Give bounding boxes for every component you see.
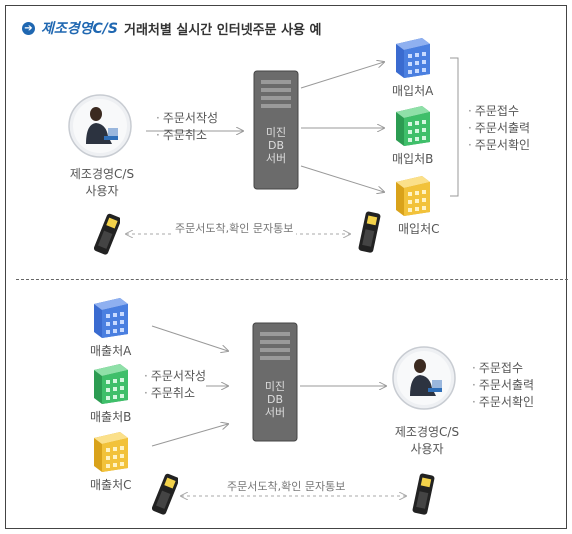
title-rest-text: 거래처별 실시간 인터넷주문 사용 예: [124, 22, 322, 38]
diagram-frame: ➔ 제조경영C/S 거래처별 실시간 인터넷주문 사용 예: [5, 5, 568, 529]
phone-left-bottom: [151, 472, 180, 520]
supplier-b-label: 매입처B: [392, 152, 434, 166]
sms-text-top: 주문서도착,확인 문자통보: [172, 220, 297, 236]
server-label-line: DB: [266, 393, 284, 406]
db-server-bottom: [252, 322, 298, 442]
arrow-seller-c-to-server: [151, 424, 228, 447]
user-label-bottom-line1: 제조경영C/S: [394, 425, 460, 439]
user-at-computer-icon: [68, 94, 132, 158]
list-item: ·주문서확인: [472, 395, 535, 409]
flip-phone-icon: [358, 211, 381, 253]
action-label: 주문서확인: [474, 138, 531, 152]
list-item: ·주문서확인: [468, 138, 531, 152]
supplier-c-label: 매입처C: [398, 222, 440, 236]
title-main-text: 제조경영C/S: [41, 21, 118, 37]
list-item: ·주문서작성: [144, 369, 207, 383]
diagram-title: ➔ 제조경영C/S 거래처별 실시간 인터넷주문 사용 예: [22, 18, 322, 38]
db-server-top: [253, 70, 299, 190]
user-avatar-bottom: [392, 346, 456, 410]
action-label: 주문취소: [150, 386, 195, 400]
user-label-top-line2: 사용자: [85, 184, 119, 198]
list-item: ·주문취소: [156, 128, 207, 142]
flip-phone-icon: [412, 473, 435, 515]
server-label-line: 미진: [265, 126, 287, 139]
server-label-line: DB: [267, 139, 285, 152]
list-item: ·주문취소: [144, 386, 195, 400]
server-label-line: 서버: [264, 406, 286, 419]
arrow-bullet-icon: ➔: [22, 21, 35, 35]
arrow-seller-a-to-server: [151, 325, 228, 351]
phone-right-bottom: [410, 472, 436, 520]
sms-text-bottom: 주문서도착,확인 문자통보: [224, 478, 349, 494]
building-yellow-icon: [94, 432, 128, 472]
supplier-a-label: 매입처A: [392, 84, 434, 98]
flip-phone-icon: [151, 473, 180, 515]
arrow-server-to-supplier-c: [300, 165, 384, 192]
list-item: ·주문서출력: [468, 121, 531, 135]
arrow-server-to-supplier-a: [300, 62, 384, 89]
user-actions-list: ·주문접수 ·주문서출력 ·주문서확인: [472, 360, 534, 411]
list-item: ·주문서출력: [472, 378, 535, 392]
server-label-bottom: 미진 DB 서버: [255, 380, 295, 419]
action-label: 주문접수: [474, 104, 519, 118]
supplier-b: [392, 102, 434, 150]
supplier-c: [392, 172, 434, 220]
action-label: 주문서작성: [150, 369, 207, 383]
user-label-top: 제조경영C/S 사용자: [62, 166, 142, 200]
list-item: ·주문서작성: [156, 111, 219, 125]
action-label: 주문접수: [478, 361, 523, 375]
building-yellow-icon: [396, 176, 430, 216]
user-label-bottom: 제조경영C/S 사용자: [384, 424, 470, 458]
server-tower-icon: [253, 70, 299, 190]
seller-c-label: 매출처C: [90, 478, 132, 492]
action-label: 주문서출력: [478, 378, 535, 392]
supplier-a: [392, 34, 434, 82]
server-tower-icon: [252, 322, 298, 442]
flip-phone-icon: [93, 213, 122, 255]
list-item: ·주문접수: [472, 361, 523, 375]
server-label-line: 서버: [265, 152, 287, 165]
building-green-icon: [396, 106, 430, 146]
user-at-computer-icon: [392, 346, 456, 410]
action-label: 주문서확인: [478, 395, 535, 409]
supplier-actions-list: ·주문접수 ·주문서출력 ·주문서확인: [468, 103, 530, 154]
seller-a: [90, 294, 132, 342]
supplier-bracket: [450, 57, 459, 197]
phone-left-top: [93, 212, 122, 260]
building-blue-icon: [94, 298, 128, 338]
bottom-actions-list: ·주문서작성 ·주문취소: [144, 368, 207, 402]
user-avatar-top: [68, 94, 132, 158]
server-label-top: 미진 DB 서버: [256, 126, 296, 165]
seller-c: [90, 428, 132, 476]
user-label-top-line1: 제조경영C/S: [69, 167, 135, 181]
seller-b-label: 매출처B: [90, 410, 132, 424]
section-divider: [16, 279, 568, 280]
building-blue-icon: [396, 38, 430, 78]
building-green-icon: [94, 364, 128, 404]
seller-a-label: 매출처A: [90, 344, 132, 358]
action-label: 주문취소: [162, 128, 207, 142]
user-label-bottom-line2: 사용자: [410, 442, 444, 456]
list-item: ·주문접수: [468, 104, 519, 118]
top-actions-list: ·주문서작성 ·주문취소: [156, 110, 218, 144]
server-label-line: 미진: [264, 380, 286, 393]
phone-right-top: [356, 210, 382, 258]
action-label: 주문서출력: [474, 121, 531, 135]
seller-b: [90, 360, 132, 408]
action-label: 주문서작성: [162, 111, 219, 125]
